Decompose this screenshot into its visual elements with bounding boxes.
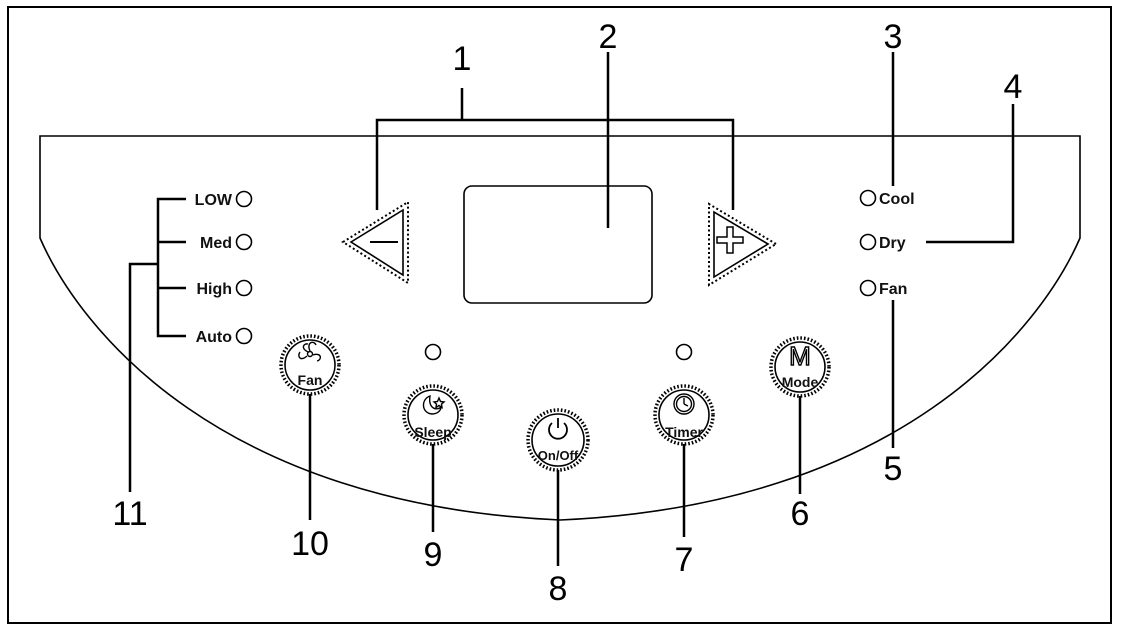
- plus-icon: [716, 226, 744, 254]
- fan-speed-label-auto: Auto: [196, 329, 233, 346]
- callout-4-leader: [926, 104, 1015, 244]
- led-low: [235, 190, 253, 208]
- mode-label-dry: Dry: [879, 235, 906, 252]
- callout-4: 4: [1004, 68, 1023, 106]
- increase-button[interactable]: [708, 202, 778, 287]
- led-med: [235, 233, 253, 251]
- fan-speed-indicators: LOW Med High Auto: [195, 190, 253, 346]
- diagram-frame: [7, 6, 1112, 624]
- fan-speed-label-high: High: [196, 281, 232, 298]
- callout-5: 5: [884, 450, 903, 488]
- led-fan: [859, 279, 877, 297]
- callout-7: 7: [675, 541, 694, 579]
- mode-button-label: Mode: [782, 374, 819, 390]
- callout-8: 8: [549, 570, 568, 608]
- sleep-led: [424, 343, 442, 361]
- timer-button[interactable]: Timer: [653, 384, 715, 446]
- fan-speed-label-low: LOW: [195, 192, 233, 209]
- power-button-label: On/Off: [538, 448, 579, 463]
- timer-led: [675, 343, 693, 361]
- callout-1-leader: [375, 88, 735, 210]
- callout-2: 2: [599, 18, 618, 56]
- fan-speed-label-med: Med: [200, 235, 232, 252]
- callout-10: 10: [291, 525, 329, 563]
- led-auto: [235, 327, 253, 345]
- callout-11-leader: [128, 197, 186, 492]
- callout-11: 11: [112, 495, 147, 533]
- callout-3: 3: [884, 18, 903, 56]
- led-dry: [859, 233, 877, 251]
- power-icon: [548, 418, 568, 440]
- led-cool: [859, 189, 877, 207]
- callout-9: 9: [424, 536, 443, 574]
- sleep-button[interactable]: Sleep: [402, 384, 464, 446]
- callout-6: 6: [791, 495, 810, 533]
- fan-button-label: Fan: [298, 372, 323, 388]
- mode-m-icon: M: [789, 341, 811, 371]
- fan-icon: [298, 341, 322, 362]
- display-screen: [463, 185, 653, 304]
- timer-button-label: Timer: [665, 424, 703, 440]
- control-panel-outline: [39, 135, 1081, 521]
- decrease-button[interactable]: [341, 200, 409, 285]
- power-button[interactable]: On/Off: [526, 408, 590, 472]
- callout-1: 1: [453, 40, 472, 78]
- mode-indicators: Cool Dry Fan: [859, 189, 915, 298]
- moon-star-icon: [422, 394, 446, 415]
- led-high: [235, 279, 253, 297]
- sleep-button-label: Sleep: [414, 424, 451, 440]
- mode-label-cool: Cool: [879, 191, 915, 208]
- fan-button[interactable]: Fan: [279, 334, 341, 396]
- clock-icon: [673, 393, 695, 415]
- mode-button[interactable]: M Mode: [769, 336, 831, 398]
- mode-label-fan: Fan: [879, 281, 907, 298]
